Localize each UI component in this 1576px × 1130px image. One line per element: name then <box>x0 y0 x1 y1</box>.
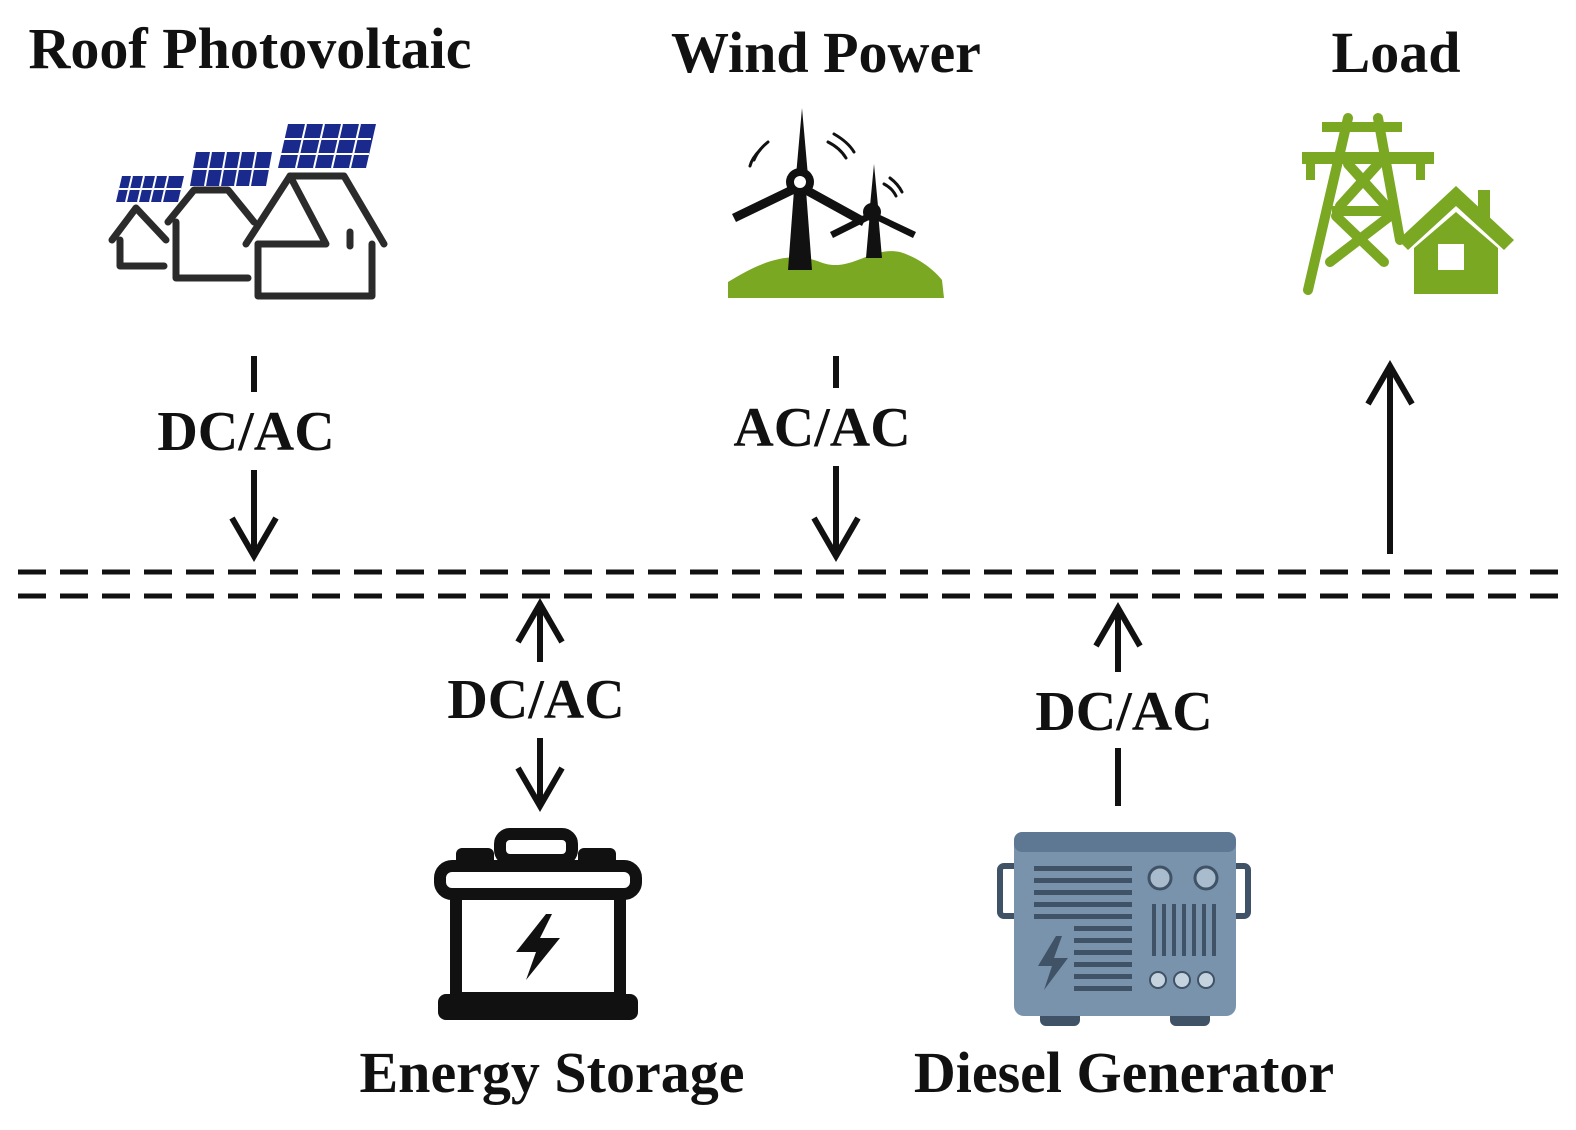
pv-connection-arrow <box>229 356 279 562</box>
diesel-generator-label: Diesel Generator <box>914 1040 1334 1105</box>
diesel-connection-arrow <box>1093 602 1143 806</box>
storage-converter-label: DC/AC <box>447 669 624 731</box>
load-label: Load <box>1332 20 1461 85</box>
wind-connection-arrow <box>811 356 861 562</box>
wind-turbine-icon <box>728 108 944 298</box>
energy-storage-label: Energy Storage <box>360 1040 745 1105</box>
solar-houses-icon <box>108 123 388 300</box>
power-bus <box>18 569 1558 599</box>
wind-converter-label: AC/AC <box>733 397 910 459</box>
pylon-house-icon <box>1302 113 1514 295</box>
generator-icon <box>997 832 1251 1026</box>
roof-photovoltaic-label: Roof Photovoltaic <box>29 16 472 81</box>
wind-power-label: Wind Power <box>671 20 981 85</box>
load-connection-arrow <box>1365 360 1415 554</box>
diesel-converter-label: DC/AC <box>1035 681 1212 743</box>
storage-connection-arrow <box>515 598 565 812</box>
pv-converter-label: DC/AC <box>157 401 334 463</box>
battery-icon <box>434 828 642 1020</box>
